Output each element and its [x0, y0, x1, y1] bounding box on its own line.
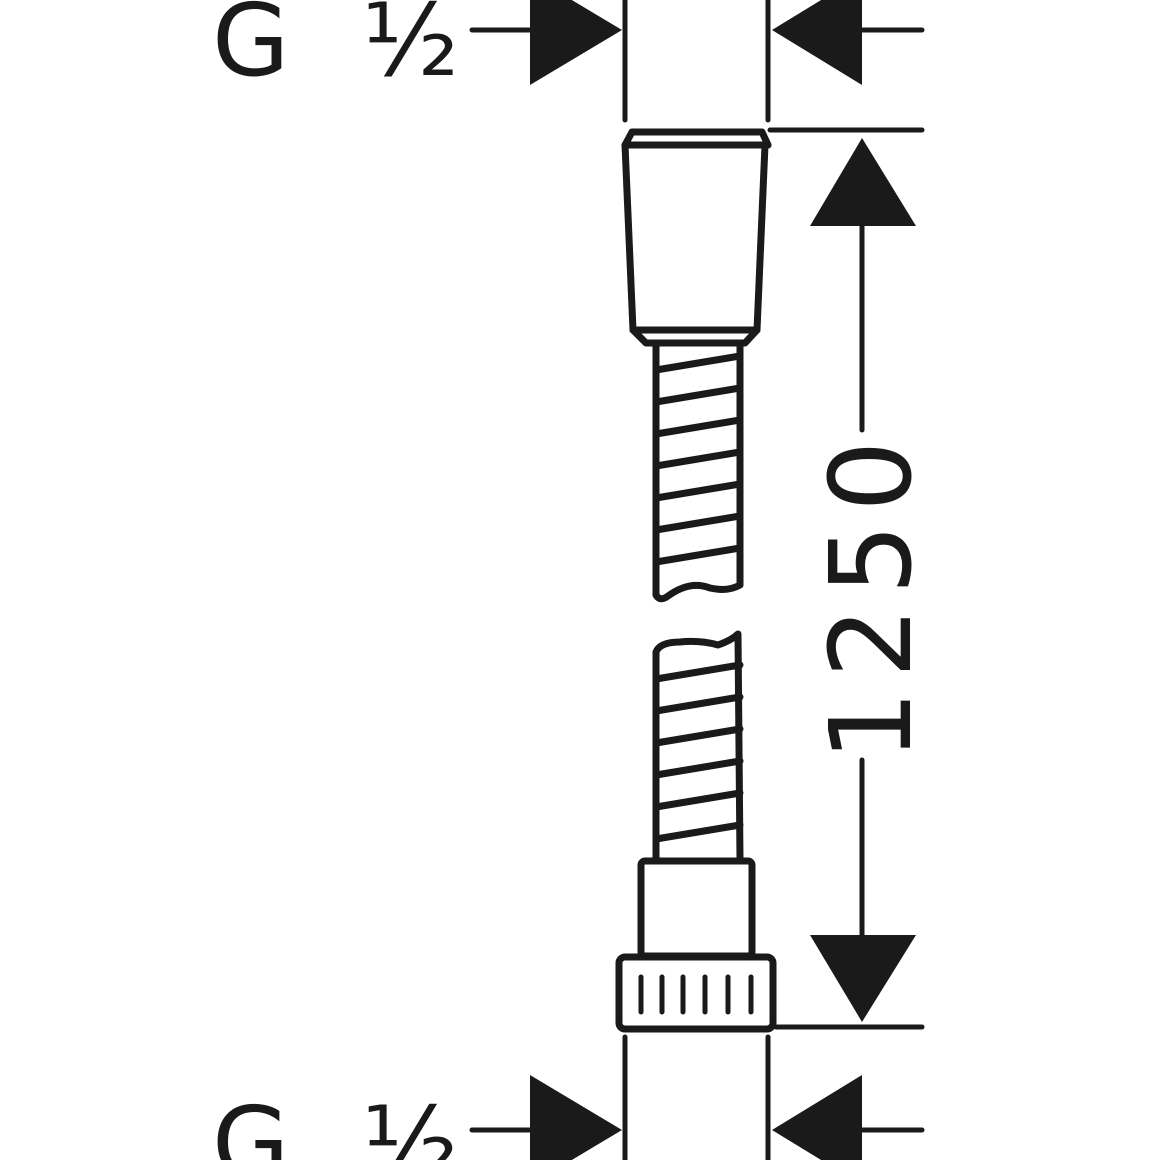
bottom-thread-dimension: G ½: [212, 1034, 925, 1160]
hose-spiral-winding: [652, 416, 744, 438]
hose-spiral-winding: [652, 757, 744, 779]
bottom-thread-label: G: [212, 1085, 290, 1160]
arrow-right-icon: [530, 1075, 622, 1160]
hose-spiral-winding: [652, 821, 744, 843]
hose-spiral-winding: [652, 661, 744, 683]
hose-spiral-winding: [652, 352, 744, 374]
hose-spiral-winding: [652, 512, 744, 534]
arrow-up-icon: [810, 138, 916, 226]
nut-knurling: [638, 974, 754, 1015]
top-thread-dimension: G ½: [212, 0, 925, 123]
bottom-thread-size: ½: [362, 1085, 459, 1160]
bottom-fitting: [615, 857, 777, 1033]
hose-spiral-winding: [652, 384, 744, 406]
arrow-down-icon: [810, 935, 916, 1022]
length-dimension: 1250: [767, 127, 937, 1030]
hose-spiral-winding: [652, 448, 744, 470]
hose-spiral-winding: [652, 544, 744, 566]
arrow-right-icon: [530, 0, 622, 85]
hose-spiral-winding: [652, 789, 744, 811]
hose-spiral-winding: [652, 480, 744, 502]
arrow-left-icon: [772, 0, 862, 85]
lower-hose-section: [652, 630, 744, 864]
top-fitting: [621, 128, 772, 347]
hose-spiral-winding: [652, 725, 744, 747]
upper-hose-section: [652, 341, 744, 603]
arrow-left-icon: [772, 1075, 862, 1160]
length-value: 1250: [807, 428, 937, 761]
top-thread-label: G: [212, 0, 290, 99]
top-thread-size: ½: [362, 0, 459, 99]
hose-spiral-winding: [652, 693, 744, 715]
